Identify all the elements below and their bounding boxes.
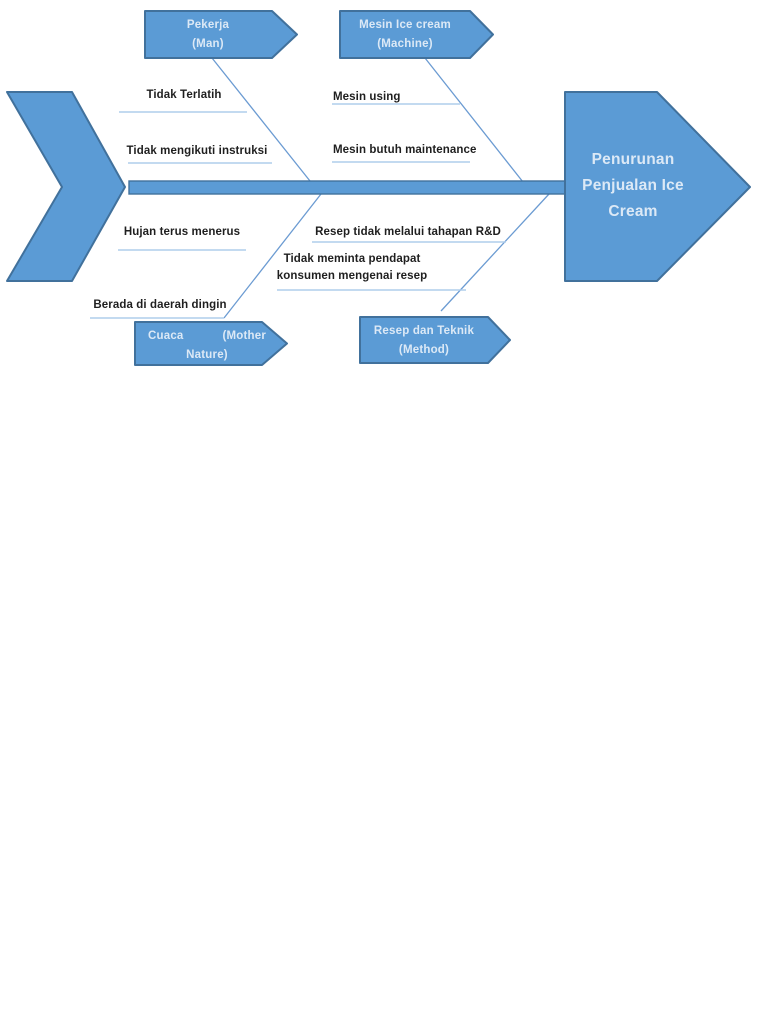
effect-label: Penurunan Penjualan Ice Cream — [582, 151, 684, 220]
category-mother-nature-word-cuaca: Cuaca — [148, 330, 184, 342]
cause-tidak-terlatih: Tidak Terlatih — [146, 89, 222, 101]
category-machine-label: Mesin Ice cream (Machine) — [342, 16, 468, 54]
category-method-label-line1: Resep dan Teknik — [373, 325, 475, 337]
spine-bar — [128, 180, 566, 195]
category-man-shape — [144, 10, 298, 59]
category-machine-label-line1: Mesin Ice cream — [359, 19, 451, 31]
category-mother-nature-label-line1: Cuaca (Mother — [148, 327, 266, 346]
tail-chevron-shape — [6, 91, 126, 282]
category-machine-label-line2: (Machine) — [377, 38, 433, 50]
category-man-label-line1: Pekerja — [186, 19, 230, 31]
category-mother-nature-label-line2: Nature) — [186, 349, 228, 361]
bone-mother-nature-line — [223, 193, 322, 319]
category-mother-nature-label: Cuaca (Mother Nature) — [148, 327, 266, 365]
bone-machine-line — [424, 57, 524, 183]
cause-hujan-terus-menerus: Hujan terus menerus — [123, 226, 241, 238]
category-mother-nature-shape — [134, 321, 288, 366]
bone-method-line — [440, 193, 550, 312]
effect-arrow-shape — [564, 91, 751, 282]
bone-man-line — [211, 57, 311, 182]
category-man-label-line2: (Man) — [192, 38, 224, 50]
cause-mesin-butuh-maintenance: Mesin butuh maintenance — [333, 144, 477, 156]
category-mother-nature-word-mother: (Mother — [222, 330, 266, 342]
cause-mesin-using: Mesin using — [333, 91, 401, 103]
category-man-label: Pekerja (Man) — [147, 16, 269, 54]
cause-resep-tidak-melalui-rd: Resep tidak melalui tahapan R&D — [315, 226, 501, 238]
cause-berada-di-daerah-dingin: Berada di daerah dingin — [93, 299, 227, 311]
category-method-label-line2: (Method) — [398, 344, 450, 356]
cause-tidak-meminta-pendapat: Tidak meminta pendapat konsumen mengenai… — [276, 253, 428, 282]
category-method-shape — [359, 316, 511, 364]
fishbone-diagram-canvas — [6, 10, 751, 366]
cause-tidak-mengikuti-instruksi: Tidak mengikuti instruksi — [126, 145, 268, 157]
category-machine-shape — [339, 10, 494, 59]
category-method-label: Resep dan Teknik (Method) — [362, 322, 486, 360]
